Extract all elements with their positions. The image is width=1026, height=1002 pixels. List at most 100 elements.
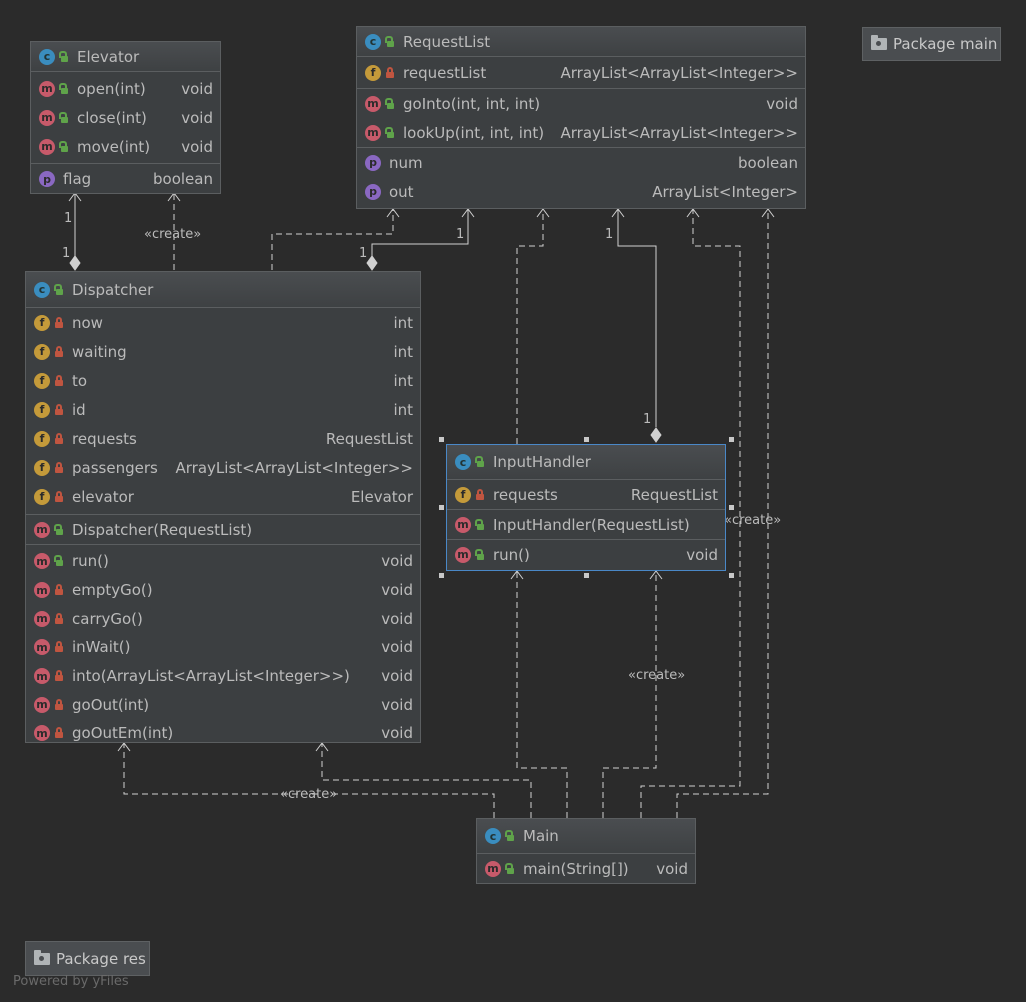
class-icon: c bbox=[485, 828, 501, 844]
private-icon bbox=[54, 584, 64, 596]
member-type: void bbox=[381, 638, 413, 657]
resize-handle[interactable] bbox=[439, 573, 444, 578]
field-row[interactable]: f waiting int bbox=[26, 337, 420, 366]
member-name: open(int) bbox=[77, 79, 146, 98]
method-row[interactable]: m lookUp(int, int, int) ArrayList<ArrayL… bbox=[357, 118, 805, 147]
field-row[interactable]: f requests RequestList bbox=[26, 424, 420, 453]
edge-main-uses-dispatcher bbox=[321, 743, 532, 818]
field-row[interactable]: f requestList ArrayList<ArrayList<Intege… bbox=[357, 57, 805, 88]
resize-handle[interactable] bbox=[439, 505, 444, 510]
method-icon: m bbox=[365, 124, 381, 141]
methods-section: m run() void m emptyGo() void m carryGo(… bbox=[26, 545, 420, 748]
public-icon bbox=[505, 862, 515, 875]
class-inputhandler[interactable]: c InputHandler f requests RequestList m … bbox=[446, 444, 726, 571]
class-name: InputHandler bbox=[493, 453, 591, 471]
member-name: InputHandler(RequestList) bbox=[493, 515, 690, 534]
method-icon: m bbox=[34, 521, 50, 538]
member-name: inWait() bbox=[72, 638, 131, 657]
class-dispatcher[interactable]: c Dispatcher f now int f waiting int f t… bbox=[25, 271, 421, 743]
field-row[interactable]: f passengers ArrayList<ArrayList<Integer… bbox=[26, 453, 420, 482]
method-row[interactable]: m close(int) void bbox=[31, 103, 220, 132]
field-row[interactable]: f elevator Elevator bbox=[26, 482, 420, 511]
package-main[interactable]: Package main bbox=[862, 27, 1001, 61]
method-row[interactable]: m carryGo() void bbox=[26, 604, 420, 633]
field-row[interactable]: f id int bbox=[26, 395, 420, 424]
method-row[interactable]: m move(int) void bbox=[31, 132, 220, 161]
methods-section: m run() void bbox=[447, 540, 725, 569]
method-icon: m bbox=[34, 696, 50, 713]
resize-handle[interactable] bbox=[729, 505, 734, 510]
class-main[interactable]: c Main m main(String[]) void bbox=[476, 818, 696, 884]
method-icon: m bbox=[485, 860, 501, 877]
property-icon: p bbox=[365, 154, 381, 171]
field-row[interactable]: f now int bbox=[26, 308, 420, 337]
method-row[interactable]: m goOut(int) void bbox=[26, 690, 420, 719]
edge-inputhandler-requestlist-association bbox=[617, 209, 657, 427]
member-type: void bbox=[181, 79, 213, 98]
property-row[interactable]: p flag boolean bbox=[31, 166, 220, 192]
member-name: main(String[]) bbox=[523, 859, 629, 878]
constructor-row[interactable]: m InputHandler(RequestList) bbox=[447, 510, 725, 539]
method-row[interactable]: m inWait() void bbox=[26, 633, 420, 662]
edge-label-create: «create» bbox=[628, 668, 686, 683]
edge-label-multiplicity: 1 bbox=[359, 246, 368, 261]
member-type: boolean bbox=[153, 170, 213, 188]
member-name: carryGo() bbox=[72, 609, 143, 628]
class-header: c Dispatcher bbox=[26, 272, 420, 308]
property-row[interactable]: p num boolean bbox=[357, 148, 805, 177]
class-elevator[interactable]: c Elevator m open(int) void m close(int)… bbox=[30, 41, 221, 194]
method-icon: m bbox=[455, 546, 471, 563]
resize-handle[interactable] bbox=[439, 437, 444, 442]
field-row[interactable]: f requests RequestList bbox=[447, 480, 725, 509]
method-icon: m bbox=[365, 95, 381, 112]
method-row[interactable]: m open(int) void bbox=[31, 74, 220, 103]
constructors-section: m InputHandler(RequestList) bbox=[447, 510, 725, 540]
member-name: requests bbox=[72, 429, 137, 448]
class-name: Dispatcher bbox=[72, 280, 154, 299]
member-type: ArrayList<ArrayList<Integer>> bbox=[175, 458, 413, 477]
member-name: close(int) bbox=[77, 108, 147, 127]
member-type: ArrayList<ArrayList<Integer>> bbox=[560, 123, 798, 142]
resize-handle[interactable] bbox=[584, 437, 589, 442]
public-icon bbox=[59, 50, 69, 63]
folder-icon bbox=[34, 949, 50, 965]
member-name: num bbox=[389, 153, 423, 172]
constructor-row[interactable]: m Dispatcher(RequestList) bbox=[26, 515, 420, 544]
field-row[interactable]: f to int bbox=[26, 366, 420, 395]
method-row[interactable]: m emptyGo() void bbox=[26, 576, 420, 605]
method-icon: m bbox=[34, 668, 50, 685]
member-name: now bbox=[72, 313, 103, 332]
member-type: void bbox=[181, 137, 213, 156]
fields-section: f requests RequestList bbox=[447, 480, 725, 510]
private-icon bbox=[54, 698, 64, 711]
private-icon bbox=[54, 612, 64, 625]
member-name: elevator bbox=[72, 487, 134, 506]
private-icon bbox=[54, 403, 64, 416]
property-row[interactable]: p out ArrayList<Integer> bbox=[357, 177, 805, 206]
member-name: run() bbox=[72, 552, 109, 571]
method-row[interactable]: m goInto(int, int, int) void bbox=[357, 89, 805, 118]
private-icon bbox=[54, 345, 64, 358]
method-row[interactable]: m into(ArrayList<ArrayList<Integer>>) vo… bbox=[26, 662, 420, 691]
method-row[interactable]: m run() void bbox=[447, 540, 725, 569]
method-row[interactable]: m goOutEm(int) void bbox=[26, 719, 420, 748]
edge-label-multiplicity: 1 bbox=[62, 246, 71, 261]
properties-section: p flag boolean bbox=[31, 164, 220, 194]
method-icon: m bbox=[39, 138, 55, 155]
method-icon: m bbox=[34, 582, 50, 599]
method-row[interactable]: m run() void bbox=[26, 547, 420, 576]
resize-handle[interactable] bbox=[729, 437, 734, 442]
package-res[interactable]: Package res bbox=[25, 941, 150, 976]
member-type: int bbox=[393, 400, 413, 419]
private-icon bbox=[54, 670, 64, 682]
resize-handle[interactable] bbox=[584, 573, 589, 578]
resize-handle[interactable] bbox=[729, 573, 734, 578]
constructors-section: m Dispatcher(RequestList) bbox=[26, 515, 420, 545]
edge-dispatcher-requestlist-association bbox=[371, 209, 469, 263]
method-row[interactable]: m main(String[]) void bbox=[477, 854, 695, 883]
member-type: int bbox=[393, 313, 413, 332]
public-icon bbox=[385, 97, 395, 110]
member-name: id bbox=[72, 400, 86, 419]
class-requestlist[interactable]: c RequestList f requestList ArrayList<Ar… bbox=[356, 26, 806, 209]
fields-section: f now int f waiting int f to int f id in… bbox=[26, 308, 420, 515]
